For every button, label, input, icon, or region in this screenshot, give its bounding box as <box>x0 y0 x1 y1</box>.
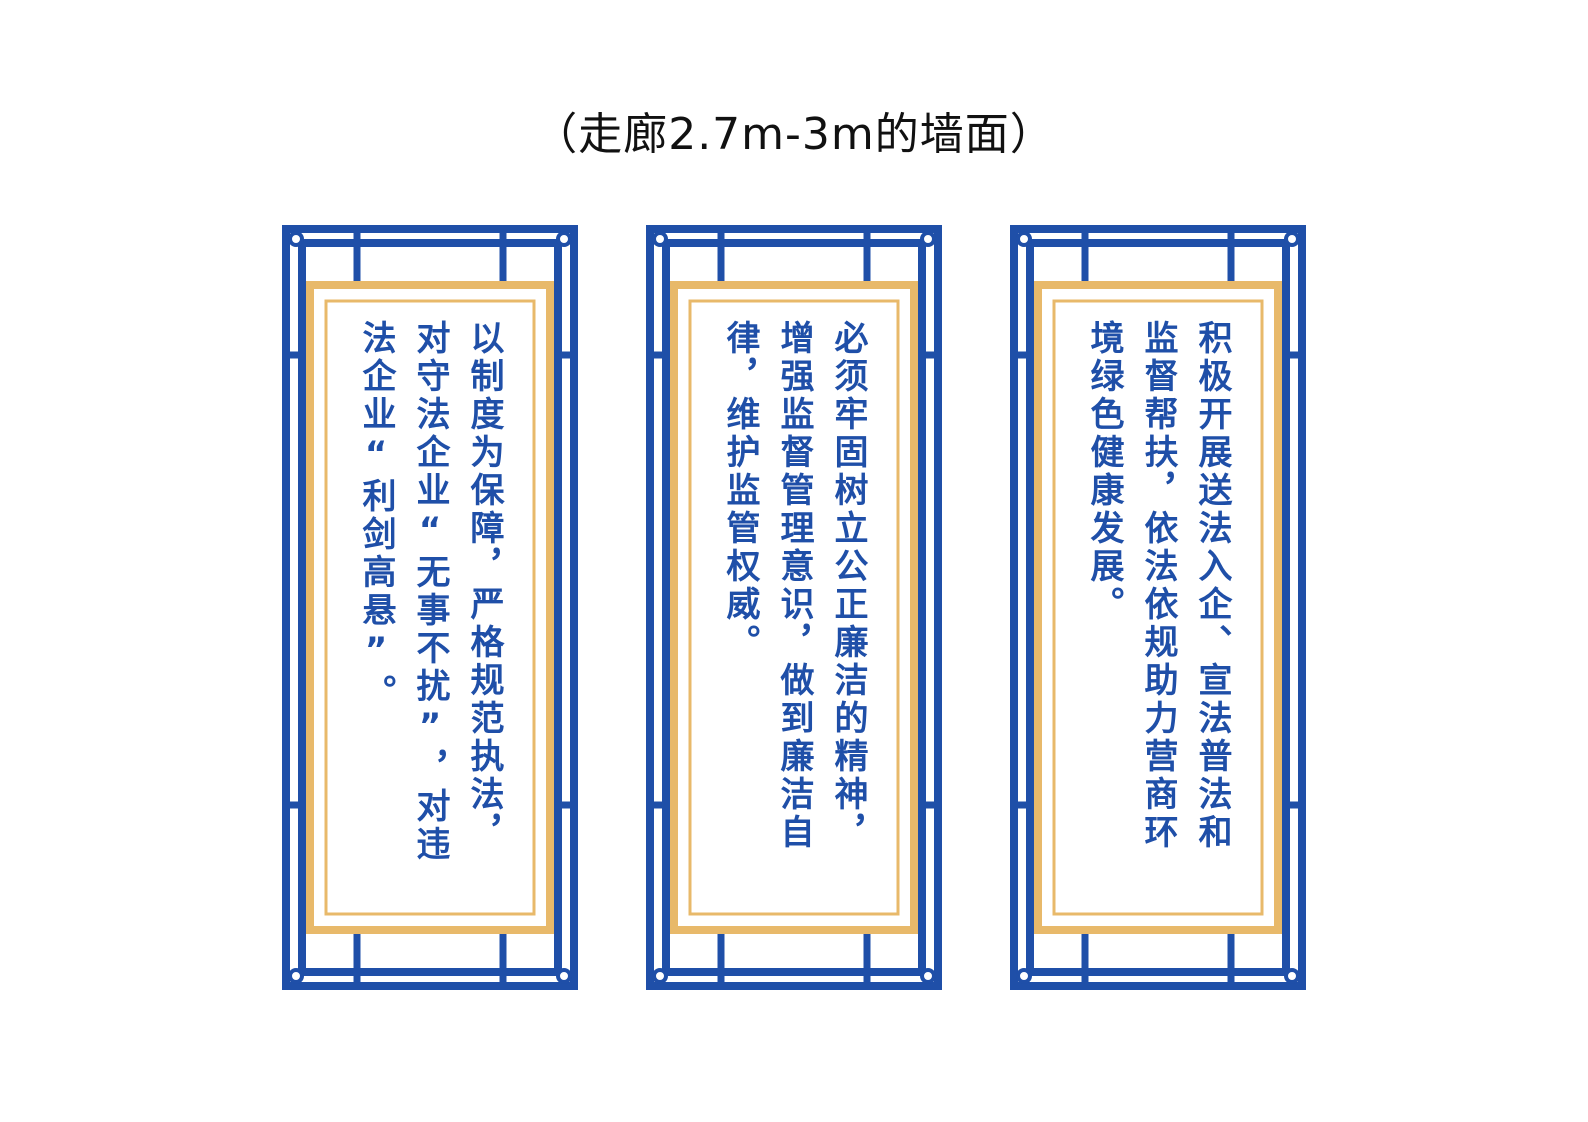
text-column: 对守法企业“无事不扰”，对违 <box>410 320 450 864</box>
panel-frame <box>646 225 942 990</box>
text-column: 境绿色健康发展。 <box>1084 320 1124 624</box>
text-column: 增强监督管理意识，做到廉洁自 <box>774 320 814 852</box>
panel-frame <box>282 225 578 990</box>
text-column: 以制度为保障，严格规范执法， <box>464 320 504 852</box>
wall-panel-3: 积极开展送法入企、宣法普法和 监督帮扶，依法依规助力营商环 境绿色健康发展。 <box>1010 225 1306 990</box>
panel-text: 积极开展送法入企、宣法普法和 监督帮扶，依法依规助力营商环 境绿色健康发展。 <box>1070 320 1246 920</box>
page-title: （走廊2.7m-3m的墙面） <box>533 109 1055 160</box>
text-column: 积极开展送法入企、宣法普法和 <box>1192 320 1232 852</box>
wall-panel-2: 必须牢固树立公正廉洁的精神， 增强监督管理意识，做到廉洁自 律，维护监管权威。 <box>646 225 942 990</box>
text-column: 法企业“利剑高悬”。 <box>356 320 396 712</box>
wall-panel-1: 以制度为保障，严格规范执法， 对守法企业“无事不扰”，对违 法企业“利剑高悬”。 <box>282 225 578 990</box>
text-column: 监督帮扶，依法依规助力营商环 <box>1138 320 1178 852</box>
panel-text: 以制度为保障，严格规范执法， 对守法企业“无事不扰”，对违 法企业“利剑高悬”。 <box>342 320 518 920</box>
text-column: 必须牢固树立公正廉洁的精神， <box>828 320 868 852</box>
panel-frame <box>1010 225 1306 990</box>
text-column: 律，维护监管权威。 <box>720 320 760 662</box>
panel-text: 必须牢固树立公正廉洁的精神， 增强监督管理意识，做到廉洁自 律，维护监管权威。 <box>706 320 882 920</box>
